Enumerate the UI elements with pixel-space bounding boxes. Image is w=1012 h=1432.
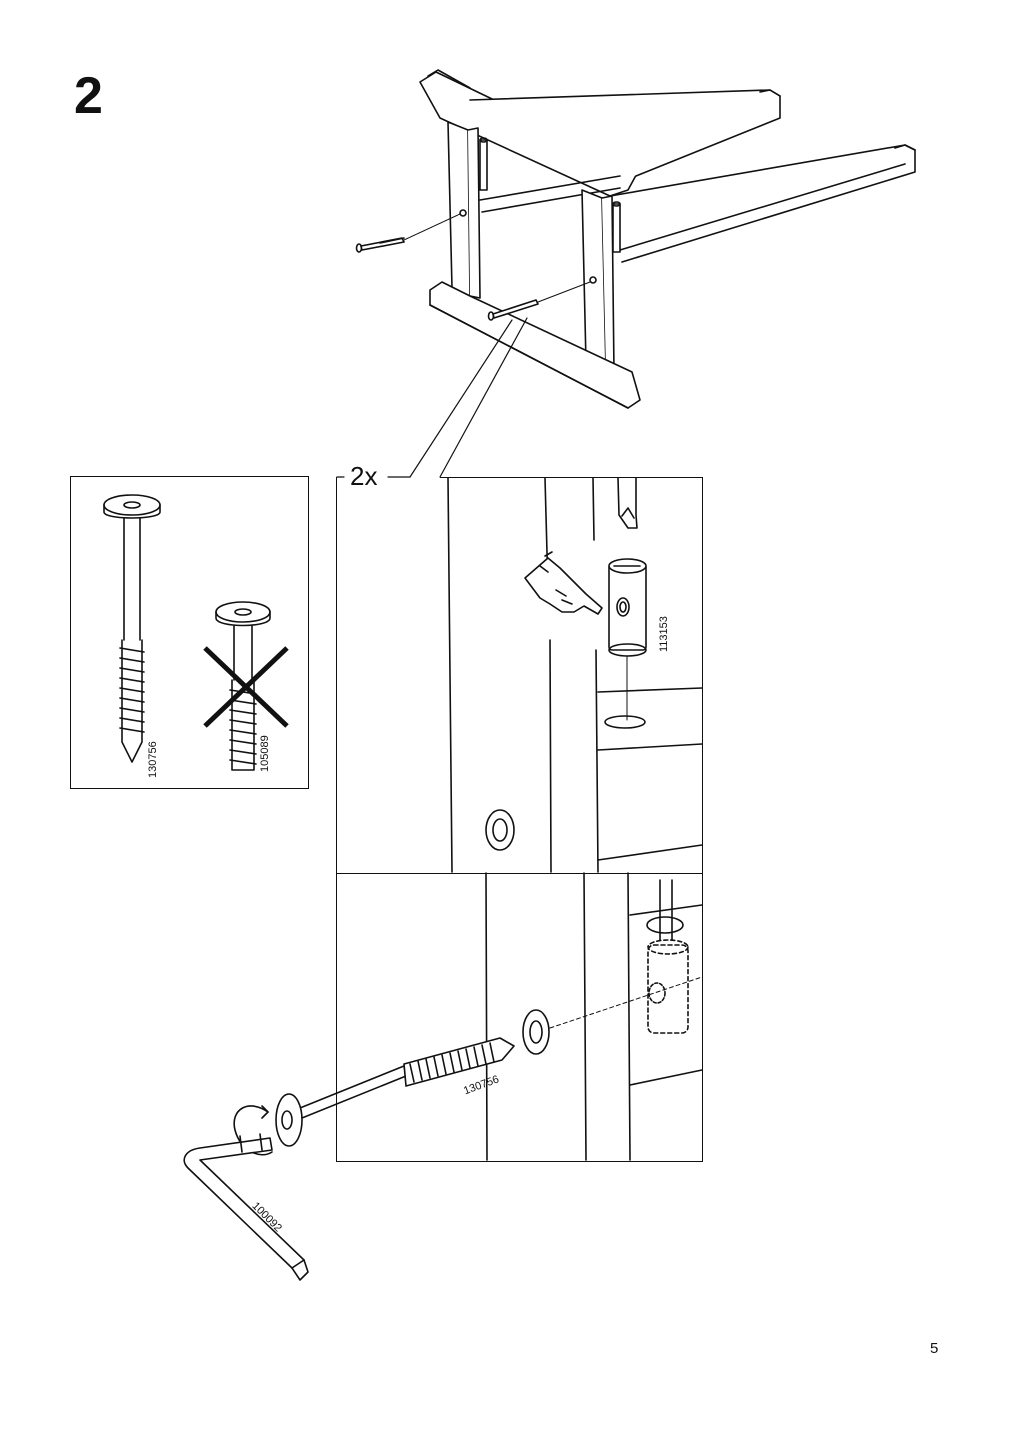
detail-panel-top-border-right	[440, 477, 703, 478]
bolt-comparison-drawing	[103, 494, 271, 771]
barrel-nut-detail-panel	[336, 477, 703, 874]
correct-bolt-part-id: 130756	[147, 741, 159, 778]
barrel-nut-part-id: 113153	[658, 616, 670, 652]
bolt-comparison-inset	[70, 476, 309, 789]
prohibited-cross-icon	[203, 646, 289, 728]
bolt-insertion-detail-panel	[336, 873, 703, 1162]
wrong-bolt-part-id: 105089	[259, 735, 271, 772]
step-number: 2	[74, 67, 103, 125]
bolt-insertion-drawing	[183, 872, 703, 1281]
quantity-label: 2x	[348, 461, 380, 491]
page-number: 5	[930, 1340, 939, 1357]
chair-frame-drawing	[336, 69, 916, 478]
barrel-nut-detail-drawing	[447, 477, 703, 873]
